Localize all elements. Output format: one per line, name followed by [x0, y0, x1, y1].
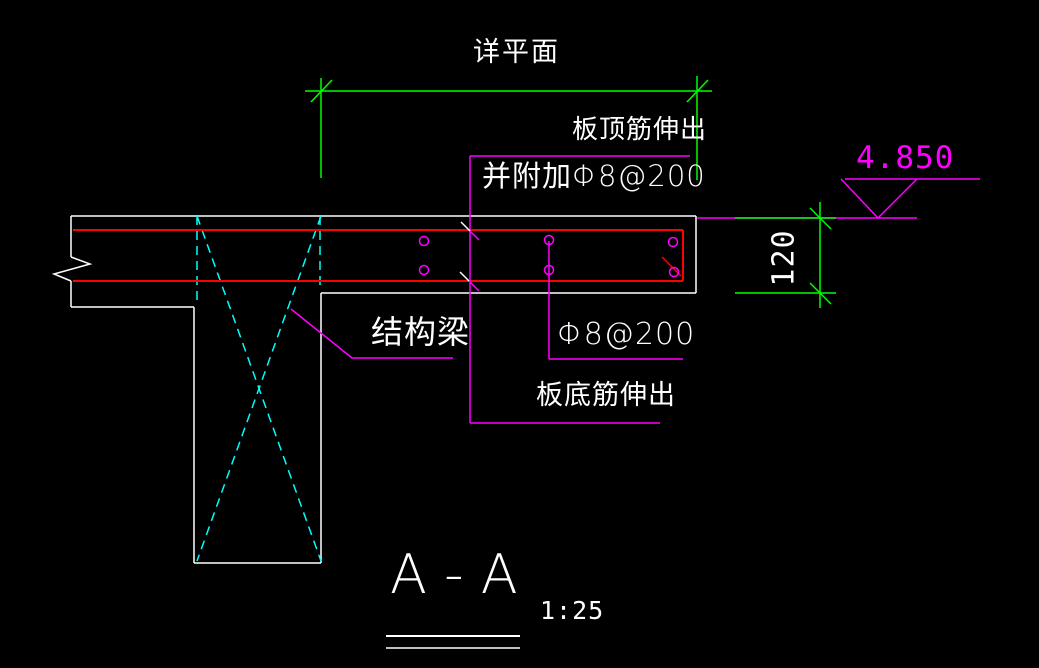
rebar-dot-2	[418, 264, 430, 276]
rebar-lines	[73, 229, 684, 282]
dim-tick-left	[310, 79, 333, 103]
slab-thickness-value: 120	[766, 229, 802, 287]
elevation-triangle-left	[840, 178, 879, 219]
beam-cross-diagonal-2	[196, 215, 322, 562]
leader-tick-top-white	[460, 221, 471, 232]
beam-outline	[193, 293, 322, 564]
break-line-symbol	[51, 256, 93, 282]
beam-label: 结构梁	[371, 313, 471, 351]
plan-extent-dimension	[305, 76, 712, 180]
elevation-triangle-right	[877, 178, 918, 219]
dim120-tick-top	[809, 207, 832, 230]
section-title-underline	[386, 635, 520, 649]
leader-tick-bottom-magenta	[468, 280, 480, 292]
bottom-rebar-spacing-label: Φ8@200	[557, 317, 696, 352]
dim-tick-right	[686, 79, 709, 103]
rebar-dot-1	[418, 235, 430, 247]
section-title: A - A	[390, 543, 518, 606]
top-rebar-note-line2: 并附加Φ8@200	[482, 159, 706, 193]
leader-lines	[290, 155, 690, 424]
elevation-symbol	[697, 178, 980, 219]
top-rebar-note-line1: 板顶筋伸出	[572, 115, 708, 145]
elevation-value: 4.850	[856, 140, 955, 176]
slab-outline	[51, 215, 697, 308]
leader-tick-top-magenta	[469, 230, 480, 241]
rebar-dot-5	[667, 236, 679, 248]
beam-hidden-lines	[196, 215, 322, 562]
slab-thickness-dimension	[735, 202, 836, 308]
rebar-section-dots	[418, 234, 680, 278]
bottom-rebar-note-label: 板底筋伸出	[536, 380, 676, 411]
section-scale: 1:25	[540, 596, 605, 625]
leader-tick-bottom-white	[459, 271, 470, 282]
rebar-dot-6	[668, 266, 680, 278]
dim120-tick-bottom	[809, 282, 832, 305]
beam-label-leader	[290, 308, 453, 359]
plan-reference-label: 详平面	[473, 37, 560, 68]
